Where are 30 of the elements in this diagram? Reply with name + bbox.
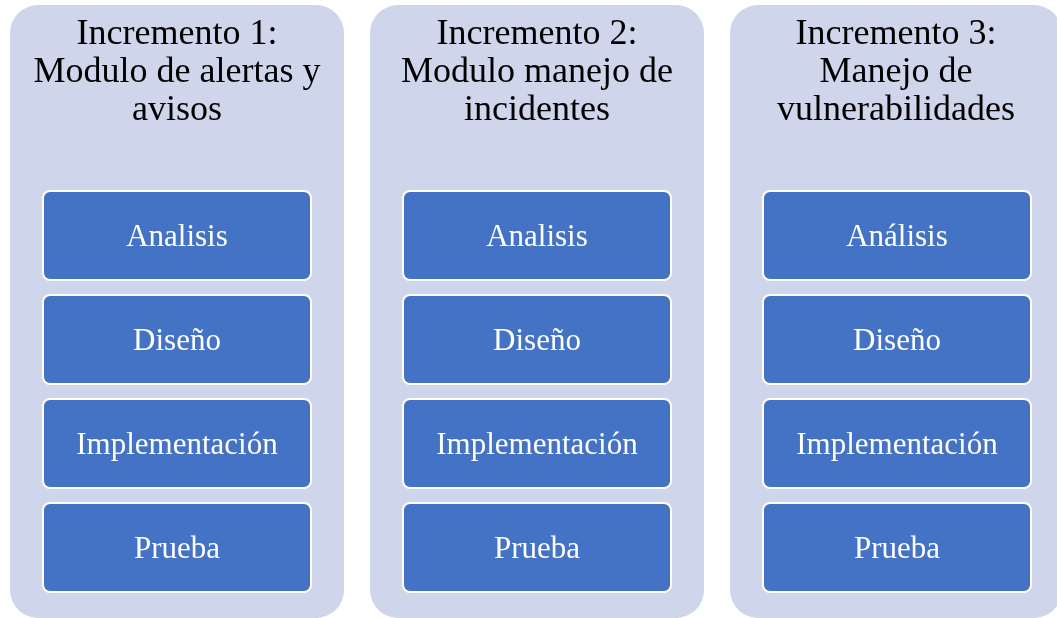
phase-label: Prueba	[133, 529, 221, 566]
phase-label: Diseño	[493, 321, 581, 358]
phase-box	[402, 190, 672, 281]
increment-panel	[10, 5, 344, 618]
increment-panel	[370, 5, 704, 618]
increment-heading: Incremento 1: Modulo de alertas y avisos	[32, 13, 322, 127]
phase-box	[402, 294, 672, 385]
phase-box	[42, 294, 312, 385]
phase-box	[402, 398, 672, 489]
increment-heading: Incremento 3: Manejo de vulnerabilidades	[776, 13, 1016, 127]
phase-box	[762, 190, 1032, 281]
phase-label: Implementación	[76, 425, 278, 462]
phase-label: Prueba	[493, 529, 581, 566]
phase-box	[42, 398, 312, 489]
phase-label: Implementación	[436, 425, 638, 462]
phase-label: Implementación	[796, 425, 998, 462]
phase-label: Análisis	[846, 217, 948, 254]
phase-box	[762, 294, 1032, 385]
phase-label: Analisis	[486, 217, 588, 254]
phase-box	[762, 502, 1032, 593]
phase-box	[402, 502, 672, 593]
phase-label: Prueba	[853, 529, 941, 566]
phase-label: Diseño	[853, 321, 941, 358]
increment-panel	[730, 5, 1057, 618]
phase-label: Diseño	[133, 321, 221, 358]
phase-box	[42, 190, 312, 281]
increment-heading: Incremento 2: Modulo manejo de incidentes	[400, 13, 674, 127]
phase-box	[42, 502, 312, 593]
phase-label: Analisis	[126, 217, 228, 254]
phase-box	[762, 398, 1032, 489]
